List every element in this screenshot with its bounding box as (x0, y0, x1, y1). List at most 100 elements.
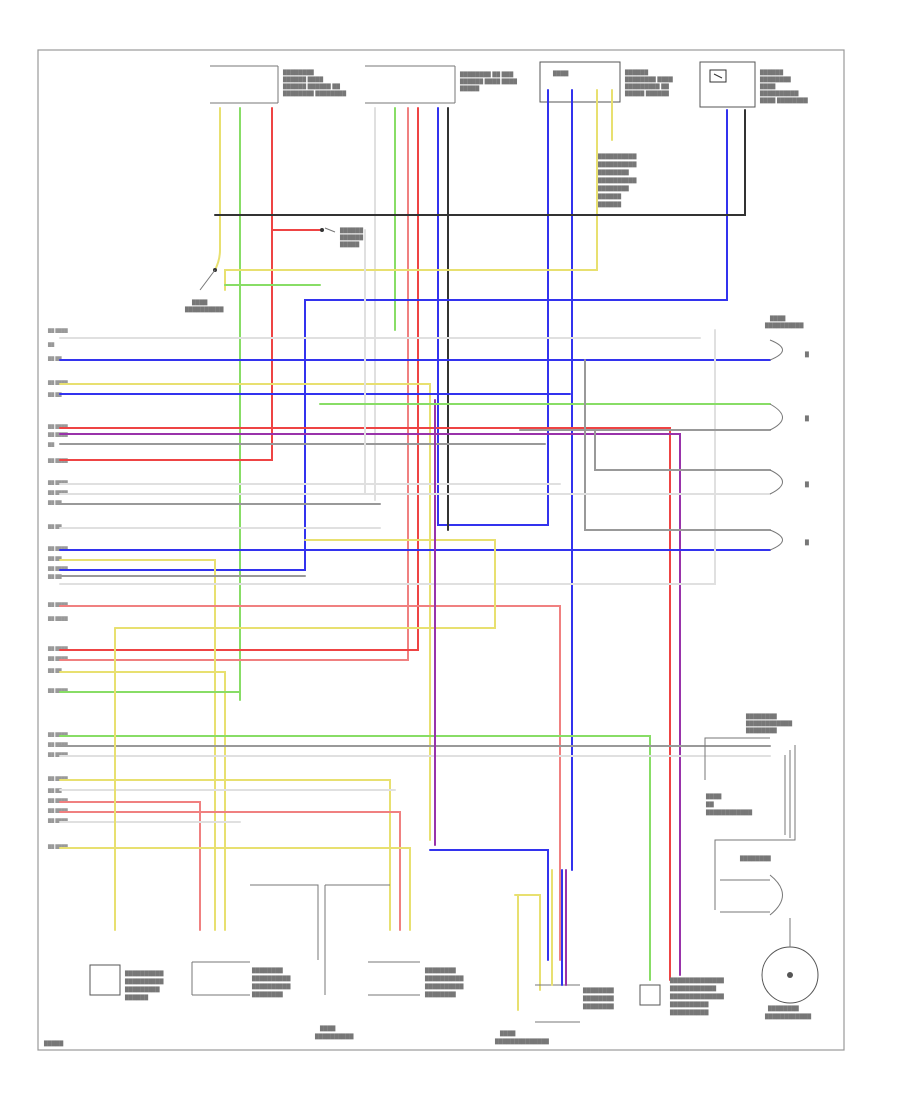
svg-text:█████████ ██: █████████ ██ (624, 83, 669, 90)
svg-text:██ ████: ██ ████ (47, 742, 69, 747)
svg-text:████████: ████████ (582, 987, 614, 994)
svg-text:██ ████: ██ ████ (47, 752, 69, 757)
left-pin-labels: ██ ████ ██ ██ ██ ██ ████ ██ ██ ██ ████ █… (47, 328, 69, 849)
svg-text:████: ████ (499, 1030, 516, 1037)
svg-text:████████████: ████████████ (669, 985, 716, 992)
svg-text:██████████: ██████████ (424, 983, 464, 990)
svg-text:██ ████: ██ ████ (47, 546, 69, 551)
svg-text:██: ██ (47, 442, 55, 447)
svg-text:██████████: ██████████ (124, 970, 164, 977)
svg-text:██████████: ██████████ (314, 1033, 354, 1040)
svg-text:██ ████: ██ ████ (47, 732, 69, 737)
svg-text:██ ████: ██ ████ (47, 646, 69, 651)
junctions (199, 227, 336, 291)
svg-text:██████: ██████ (339, 227, 363, 234)
svg-text:██ ██: ██ ██ (47, 392, 63, 397)
svg-text:████████: ████████ (251, 967, 283, 974)
svg-text:██ ██: ██ ██ (47, 500, 63, 505)
svg-text:████████: ████████ (282, 69, 314, 76)
svg-text:██████████████: ██████████████ (494, 1038, 549, 1045)
svg-text:██████████: ██████████ (597, 177, 637, 184)
svg-text:██████████: ██████████ (424, 975, 464, 982)
svg-text:██████: ██████ (597, 193, 621, 200)
svg-text:██████████: ██████████ (669, 1001, 709, 1008)
top-connector-4: ██████ ████████ ████ ██████████ ████ ███… (699, 61, 808, 108)
svg-text:████████: ████████ (739, 855, 771, 862)
svg-text:████: ████ (552, 70, 569, 77)
vertical-wires (59, 89, 746, 871)
svg-text:████████: ████████ (424, 967, 456, 974)
component-labels: ██████ ██████ █████ ████ ██████████ ████… (184, 153, 811, 1020)
svg-text:██████ ████ ████: ██████ ████ ████ (459, 78, 517, 85)
svg-text:█: █ (804, 539, 809, 546)
svg-text:██████████: ██████████ (184, 306, 224, 313)
right-connectors: █ █ █ █ (309, 339, 809, 551)
svg-text:█████ ██████: █████ ██████ (624, 90, 669, 97)
svg-text:██████████: ██████████ (669, 1009, 709, 1016)
svg-text:██: ██ (705, 801, 714, 808)
svg-text:█████: █████ (43, 1040, 63, 1047)
svg-text:████████: ████████ (597, 185, 629, 192)
svg-text:██████ ████: ██████ ████ (282, 76, 323, 83)
svg-text:████████ ████: ████████ ████ (624, 76, 673, 83)
svg-text:██████████: ██████████ (251, 983, 291, 990)
svg-text:█: █ (804, 351, 809, 358)
svg-text:████████: ████████ (745, 713, 777, 720)
svg-text:██████████: ██████████ (764, 322, 804, 329)
svg-text:████████████: ████████████ (745, 720, 792, 727)
svg-text:██████████: ██████████ (251, 975, 291, 982)
bottom-components: ██████████ ██████████ █████████ ██████ █… (43, 884, 724, 1047)
svg-text:██████████: ██████████ (597, 153, 637, 160)
svg-text:██████: ██████ (597, 201, 621, 208)
svg-text:██ ██: ██ ██ (47, 524, 63, 529)
svg-text:████████: ████████ (745, 727, 777, 734)
svg-text:████: ████ (191, 299, 208, 306)
svg-text:████████: ████████ (597, 169, 629, 176)
top-connector-1: ████████ ██████ ████ ██████ ██████ ██ ██… (210, 65, 346, 104)
horizontal-wires (59, 229, 771, 981)
svg-text:██████████: ██████████ (759, 90, 799, 97)
svg-text:████: ████ (319, 1025, 336, 1032)
svg-text:██ ██: ██ ██ (47, 788, 63, 793)
svg-text:████: ████ (705, 793, 722, 800)
svg-text:████████: ████████ (424, 991, 456, 998)
svg-text:██ ████: ██ ████ (47, 844, 69, 849)
svg-text:████████: ████████ (251, 991, 283, 998)
svg-text:█: █ (804, 415, 809, 422)
svg-text:██ ████: ██ ████ (47, 328, 69, 333)
svg-text:██ ████: ██ ████ (47, 688, 69, 693)
top-connector-3: ████ ██████ ████████ ████ █████████ ██ █… (539, 61, 673, 103)
svg-text:██ ████: ██ ████ (47, 380, 69, 385)
svg-text:██ ████: ██ ████ (47, 818, 69, 823)
svg-text:██ ████: ██ ████ (47, 480, 69, 485)
svg-text:██████████████: ██████████████ (669, 977, 724, 984)
svg-text:█: █ (804, 481, 809, 488)
svg-text:████████████: ████████████ (705, 809, 752, 816)
svg-text:██████: ██████ (124, 994, 148, 1001)
svg-text:██████ ██████ ██: ██████ ██████ ██ (282, 83, 340, 90)
svg-text:████████████: ████████████ (764, 1013, 811, 1020)
svg-text:██ ████: ██ ████ (47, 490, 69, 495)
svg-text:██████████: ██████████ (597, 161, 637, 168)
svg-text:██ ██: ██ ██ (47, 574, 63, 579)
svg-text:██████: ██████ (624, 69, 648, 76)
svg-text:██████: ██████ (759, 69, 783, 76)
svg-text:██████: ██████ (339, 234, 363, 241)
svg-text:██: ██ (47, 342, 55, 347)
svg-text:████████ ██ ███: ████████ ██ ███ (459, 71, 513, 78)
svg-text:██ ████: ██ ████ (47, 776, 69, 781)
svg-text:████ ████████: ████ ████████ (759, 97, 808, 104)
svg-text:██ ████: ██ ████ (47, 798, 69, 803)
svg-text:████████: ████████ (582, 1003, 614, 1010)
svg-text:██████████████: ██████████████ (669, 993, 724, 1000)
top-connector-2: ████████ ██ ███ ██████ ████ ████ █████ (365, 65, 517, 104)
svg-text:████: ████ (769, 315, 786, 322)
svg-text:████████: ████████ (759, 76, 791, 83)
svg-text:█████████: █████████ (124, 986, 160, 993)
lower-right-component (704, 737, 819, 1004)
svg-text:██ ████: ██ ████ (47, 656, 69, 661)
svg-text:████████ ████████: ████████ ████████ (282, 90, 346, 97)
svg-text:█████: █████ (339, 241, 359, 248)
svg-text:██ ██: ██ ██ (47, 556, 63, 561)
